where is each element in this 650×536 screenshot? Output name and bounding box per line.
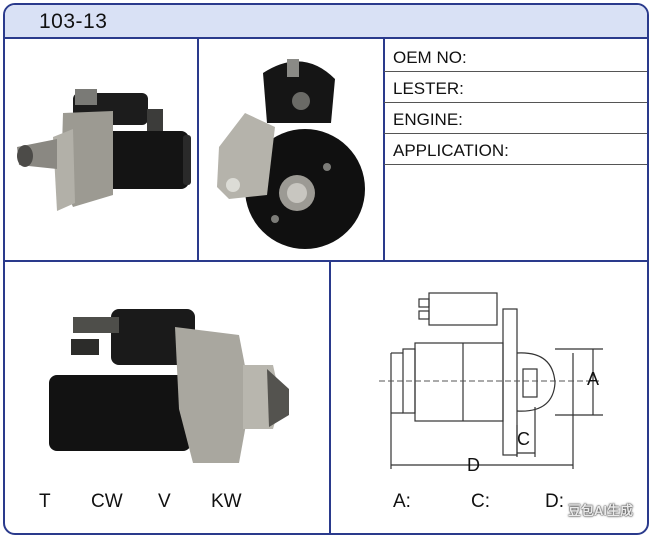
spec-row-divider	[384, 164, 647, 165]
product-spec-card: 103-13 OEM NO: LESTER: ENGINE: APPLICATI…	[3, 3, 649, 535]
kw-label: KW	[211, 491, 242, 512]
cw-label: CW	[91, 491, 123, 512]
grid-divider	[5, 260, 647, 262]
lester-label: LESTER:	[393, 79, 464, 98]
engine-label: ENGINE:	[393, 110, 463, 129]
watermark: 豆包AI生成	[567, 503, 633, 518]
grid-divider	[329, 261, 331, 533]
dimension-drawing	[379, 292, 603, 469]
starter-end-photo	[217, 59, 365, 249]
dimension-a-marker: A	[587, 369, 600, 389]
part-number-title: 103-13	[39, 10, 108, 33]
dimension-d-label: D:	[545, 491, 564, 512]
starter-side-photo	[17, 89, 191, 211]
spec-row-divider	[384, 102, 647, 103]
v-label: V	[158, 491, 171, 512]
dimension-a-label: A:	[393, 491, 411, 512]
dimension-c-label: C:	[471, 491, 490, 512]
dimension-d-marker: D	[467, 455, 480, 475]
t-label: T	[39, 491, 51, 512]
application-label: APPLICATION:	[393, 141, 509, 160]
title-bar: 103-13	[5, 5, 647, 39]
grid-divider	[197, 39, 199, 261]
dimension-c-marker: C	[517, 429, 530, 449]
starter-main-photo	[49, 309, 289, 463]
spec-row-divider	[384, 133, 647, 134]
oem-number-label: OEM NO:	[393, 48, 467, 67]
spec-row-divider	[384, 71, 647, 72]
grid-divider	[383, 39, 385, 261]
